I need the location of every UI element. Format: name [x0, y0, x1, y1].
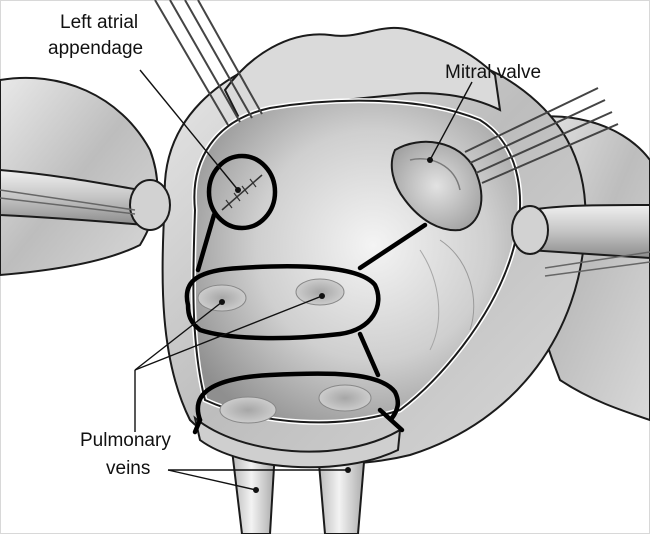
label-pulmonary-veins-line2: veins: [106, 458, 150, 479]
right-vessel-end: [512, 206, 548, 254]
left-vessel-end: [130, 180, 170, 230]
label-left-atrial-appendage-line1: Left atrial: [60, 12, 138, 33]
label-left-atrial-appendage-line2: appendage: [48, 38, 143, 59]
label-mitral-valve: Mitral valve: [445, 62, 541, 83]
pulmonary-vein-orifice-lower-left: [220, 397, 276, 423]
pulmonary-vein-orifice-upper-right: [296, 279, 344, 305]
pulmonary-vein-orifice-upper-left: [198, 285, 246, 311]
pulmonary-vein-orifice-lower-right: [319, 385, 371, 411]
label-pulmonary-veins-line1: Pulmonary: [80, 430, 171, 451]
